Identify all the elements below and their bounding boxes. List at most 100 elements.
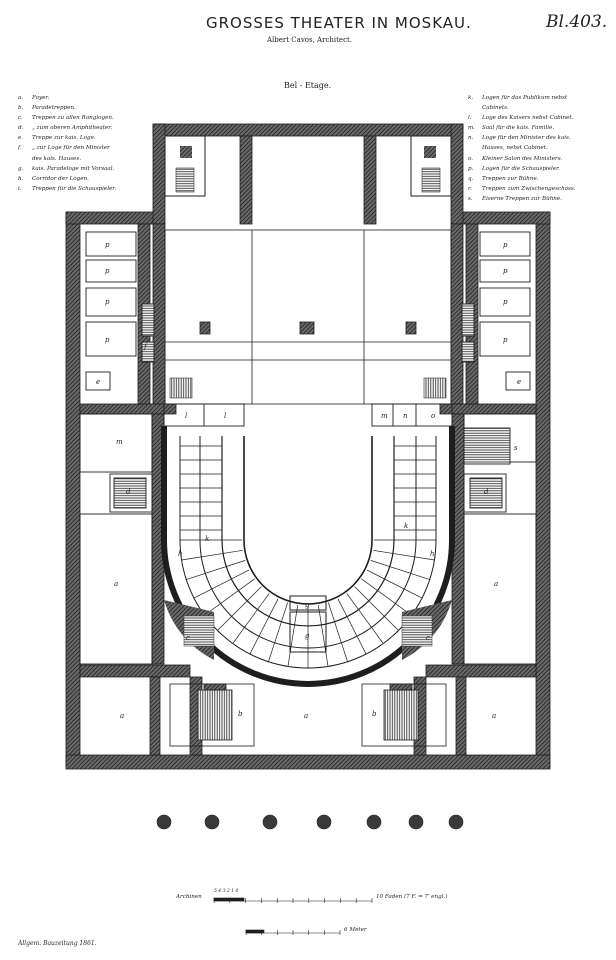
room-label: b (238, 710, 243, 718)
legend-left: a.Foyer. b.Paradetreppen. c.Treppen zu a… (18, 93, 166, 194)
box-divider (328, 602, 348, 662)
legend-item: d.„ zum oberen Amphitheater. (18, 125, 113, 132)
room-label: g (305, 601, 310, 609)
box-divider (186, 560, 246, 580)
plate-number: Bl.403. (546, 12, 608, 32)
box-dividers (180, 445, 436, 668)
legend-item: o.Kleiner Salon des Ministers. (468, 155, 563, 162)
legend-item: e.Treppe zur kais. Loge. (18, 135, 96, 142)
room-label: a (492, 712, 496, 720)
room-label: p (503, 298, 508, 306)
legend-item: des kais. Hauses. (32, 155, 82, 162)
room-label: p (105, 336, 110, 344)
room-label: e (517, 378, 521, 386)
room-label: l (185, 412, 187, 420)
floor-caption: Bel - Etage. (284, 81, 332, 90)
room-label: a (304, 712, 308, 720)
room-label: p (105, 267, 110, 275)
box-divider (346, 593, 384, 644)
legend-item: i.Treppen für die Schauspieler. (18, 185, 117, 192)
scale-meter-label: 6 Meter (344, 927, 367, 933)
room-label: m (116, 438, 123, 446)
legend-item: g.kais. Paradeloge mit Vorsaal. (18, 165, 115, 172)
portico-columns (156, 814, 464, 830)
box-divider (193, 569, 250, 599)
room-label: k (404, 522, 408, 530)
room-label: d (126, 488, 131, 496)
room-label: e (96, 378, 100, 386)
box-divider (287, 605, 299, 667)
legend-item: n.Loge für den Minister des kais. (468, 135, 571, 142)
box-divider (373, 549, 435, 561)
room-label: p (503, 241, 508, 249)
room-label: f (143, 343, 148, 351)
room-label: a (120, 712, 124, 720)
room-label: a (114, 580, 118, 588)
architect-credit: Albert Cavos, Architect. (267, 36, 353, 44)
grand-stairs (169, 683, 447, 747)
box-divider (370, 560, 430, 580)
legend-item: p.Logen für die Schauspieler. (468, 165, 560, 172)
legend-item: f.„ zur Loge für den Minister (18, 145, 110, 152)
scale-archine-label: Archinen (176, 894, 202, 900)
outer-walls (65, 123, 551, 770)
imperial-lodges (163, 403, 453, 427)
legend-item: a.Foyer. (18, 95, 50, 101)
room-label: p (503, 336, 508, 344)
side-rooms (79, 413, 537, 665)
box-divider (361, 578, 412, 616)
box-divider (249, 598, 279, 655)
room-label: c (426, 634, 430, 642)
legend-item: r.Treppen zum Zwischengeschoss. (468, 185, 576, 192)
scale-feet-label: 10 Faden (7 F. = 7′ engl.) (376, 894, 448, 900)
legend-item: b.Paradetreppen. (18, 105, 76, 112)
room-label: a (494, 580, 498, 588)
legend-item: c.Treppen zu allen Ranglogen. (18, 115, 114, 122)
room-label: d (484, 488, 489, 496)
room-label: b (372, 710, 377, 718)
box-divider (337, 598, 367, 655)
room-label: p (105, 298, 110, 306)
room-label: s (514, 444, 518, 452)
legend-item: Cabinets. (482, 105, 509, 112)
stage-stairs (169, 377, 447, 399)
actor-boxes-right (461, 231, 531, 391)
box-divider (181, 549, 243, 561)
foyer-stairs (164, 600, 452, 660)
box-divider (232, 593, 270, 644)
room-label: k (205, 535, 209, 543)
room-label: c (186, 634, 190, 642)
box-divider (317, 605, 329, 667)
actor-boxes-left (85, 231, 155, 391)
scale-bar-meter (245, 929, 341, 935)
box-divider (204, 578, 255, 616)
room-label: m (381, 412, 388, 420)
plate-title: GROSSES THEATER IN MOSKAU. (206, 14, 472, 32)
room-label: p (105, 241, 110, 249)
room-label: n (403, 412, 408, 420)
source-footer: Allgem. Bauzeitung 1861. (18, 940, 97, 947)
room-label: g (305, 632, 310, 640)
legend-item: l.Loge des Kaisers nebst Cabinet. (468, 115, 574, 122)
auditorium (161, 426, 455, 687)
legend-item: h.Corridor der Logen. (18, 175, 89, 182)
room-label: p (503, 267, 508, 275)
scale-archine-numbers: 5 4 3 2 1 0 (214, 889, 239, 894)
room-label: h (178, 550, 183, 558)
room-label: h (430, 550, 435, 558)
room-labels: p p p p p p p p e e f l l m n o m d d h … (96, 241, 521, 720)
scale-bar-archine (213, 897, 373, 903)
box-divider (217, 586, 262, 631)
corner-towers (164, 135, 452, 197)
legend-right: k.Logen für das Publikum nebst Cabinets.… (468, 93, 608, 204)
room-label: o (431, 412, 435, 420)
legend-item: s.Eiserne Treppen zur Bühne. (468, 195, 562, 202)
legend-item: Hauses, nebst Cabinet. (482, 145, 548, 152)
legend-item: m.Saal für die kais. Familie. (468, 125, 555, 132)
box-divider (268, 602, 288, 662)
stage-area (164, 229, 452, 405)
legend-item: q.Treppen zur Bühne. (468, 175, 539, 182)
room-label: l (224, 412, 226, 420)
box-divider (366, 569, 423, 599)
